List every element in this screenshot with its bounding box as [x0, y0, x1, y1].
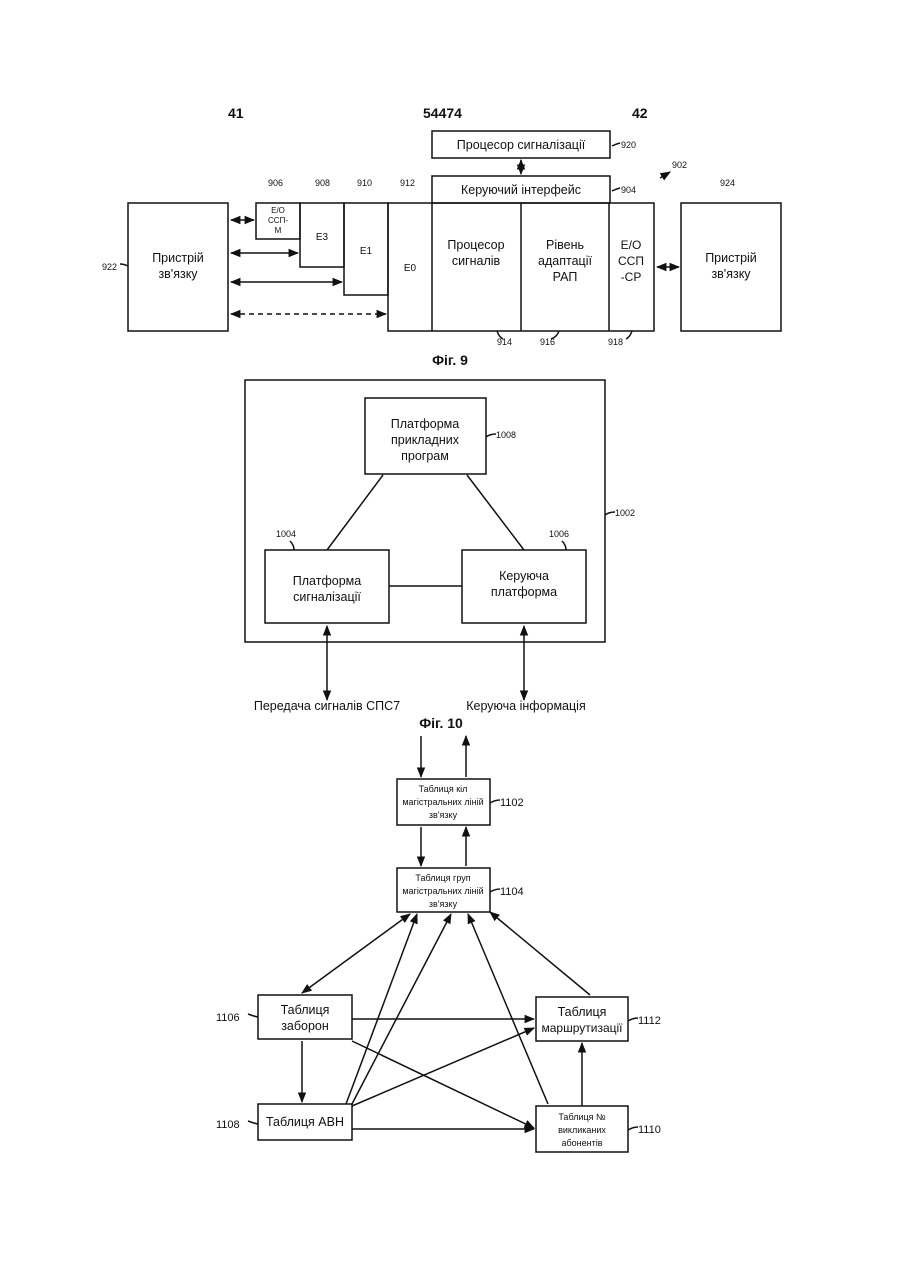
link-app-signal: [327, 475, 383, 550]
called-line1: Таблиця №: [558, 1112, 606, 1122]
called-line2: викликаних: [558, 1125, 606, 1135]
ref-1108: 1108: [216, 1119, 240, 1131]
ref-1004: 1004: [276, 529, 296, 539]
e0-label: Е0: [404, 263, 417, 274]
control-platform-line1: Керуюча: [499, 569, 549, 583]
eo-ssp-m-line3: М: [275, 226, 282, 235]
ref-1102: 1102: [500, 797, 524, 809]
ref-906: 906: [268, 178, 283, 188]
ref-908: 908: [315, 178, 330, 188]
device-right-line2: зв'язку: [711, 267, 751, 281]
ref-1106: 1106: [216, 1012, 240, 1024]
eo-ssp-sr-line3: -СР: [621, 270, 642, 284]
ref-916: 916: [540, 337, 555, 347]
exception-line1: Таблиця: [281, 1003, 330, 1017]
page-number-right: 42: [632, 105, 648, 121]
ref-1008: 1008: [496, 430, 516, 440]
eo-ssp-sr-line2: ССП: [618, 254, 644, 268]
fig9-caption: Фіг. 9: [432, 352, 468, 368]
exception-to-called-arrow: [352, 1041, 534, 1128]
called-line3: абонентів: [561, 1138, 602, 1148]
signal-processor-label: Процесор сигналізації: [457, 138, 586, 152]
exception-group-arrow: [302, 914, 410, 993]
ref-902: 902: [672, 160, 687, 170]
abn-to-group-arrow-1: [346, 914, 417, 1104]
ref-1002: 1002: [615, 508, 635, 518]
control-platform-line2: платформа: [491, 585, 557, 599]
device-left-line2: зв'язку: [158, 267, 198, 281]
ref-920: 920: [621, 140, 636, 150]
page-number-left: 41: [228, 105, 244, 121]
ref-912: 912: [400, 178, 415, 188]
fig10-caption: Фіг. 10: [419, 715, 463, 731]
exception-line2: заборон: [281, 1019, 329, 1033]
aal-line1: Рівень: [546, 238, 584, 252]
abn-label: Таблиця АВН: [266, 1115, 344, 1129]
ref-1104: 1104: [500, 886, 524, 898]
eo-ssp-m-line1: Е/О: [271, 206, 285, 215]
aal-line3: РАП: [553, 270, 578, 284]
trunk-group-line1: Таблиця груп: [415, 873, 470, 883]
trunk-circuit-line2: магістральних ліній: [402, 797, 483, 807]
app-platform-line1: Платформа: [391, 417, 459, 431]
eo-ssp-m-line2: ССП-: [268, 216, 288, 225]
abn-to-routing-arrow: [352, 1028, 534, 1106]
figure-9: [120, 131, 781, 514]
ref-922: 922: [102, 262, 117, 272]
routing-to-group-arrow: [490, 912, 590, 995]
app-platform-line3: програм: [401, 449, 449, 463]
control-info-label: Керуюча інформація: [466, 699, 585, 713]
routing-line1: Таблиця: [558, 1005, 607, 1019]
signal-platform-line1: Платформа: [293, 574, 361, 588]
e3-label: Е3: [316, 232, 329, 243]
trunk-group-line2: магістральних ліній: [402, 886, 483, 896]
trunk-circuit-line1: Таблиця кіл: [419, 784, 468, 794]
ss7-label: Передача сигналів СПС7: [254, 699, 400, 713]
document-number: 54474: [423, 105, 462, 121]
ref-904: 904: [621, 185, 636, 195]
sig-processor-line1: Процесор: [447, 238, 504, 252]
abn-to-group-arrow-2: [352, 914, 451, 1104]
ref-1110: 1110: [638, 1124, 661, 1136]
device-left-line1: Пристрій: [152, 251, 204, 265]
ref-910: 910: [357, 178, 372, 188]
aal-line2: адаптації: [538, 254, 592, 268]
ref-924: 924: [720, 178, 735, 188]
routing-line2: маршрутизації: [541, 1021, 623, 1035]
link-app-control: [467, 475, 524, 550]
trunk-circuit-line3: зв'язку: [429, 810, 458, 820]
app-platform-line2: прикладних: [391, 433, 460, 447]
ref-1112: 1112: [638, 1015, 661, 1027]
device-right-line1: Пристрій: [705, 251, 757, 265]
ref-918: 918: [608, 337, 623, 347]
eo-ssp-sr-line1: Е/О: [621, 238, 642, 252]
signal-platform-line2: сигналізації: [293, 590, 361, 604]
trunk-group-line3: зв'язку: [429, 899, 458, 909]
control-interface-label: Керуючий інтерфейс: [461, 183, 581, 197]
e1-label: Е1: [360, 246, 373, 257]
ref-914: 914: [497, 337, 512, 347]
sig-processor-line2: сигналів: [452, 254, 501, 268]
ref-1006: 1006: [549, 529, 569, 539]
